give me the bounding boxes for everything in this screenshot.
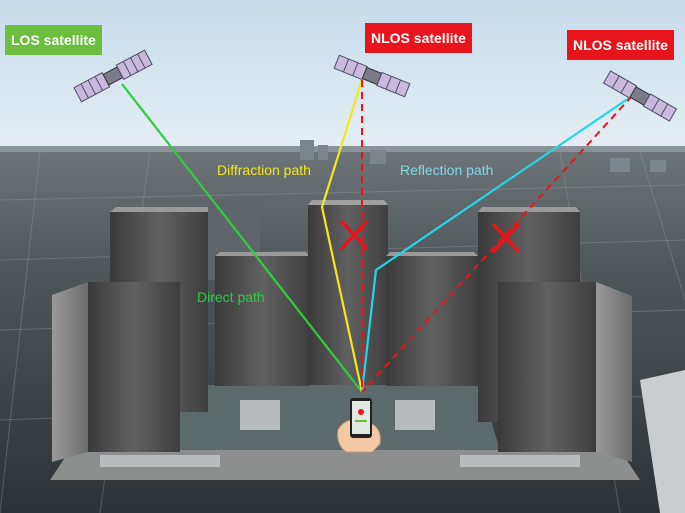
distant-towers xyxy=(300,140,666,172)
building-center-left xyxy=(215,252,310,386)
nlos-satellite-badge: NLOS satellite xyxy=(365,23,472,53)
reflection-path-line xyxy=(360,95,633,393)
building-right-front xyxy=(498,282,632,462)
x-mark-icon xyxy=(340,220,368,250)
diffraction-path-label: Diffraction path xyxy=(217,162,311,178)
los-satellite-badge: LOS satellite xyxy=(5,25,102,55)
building-center-tall xyxy=(308,200,388,385)
blocked-path-right xyxy=(361,95,633,393)
reflection-path-label: Reflection path xyxy=(400,162,494,178)
direct-path-label: Direct path xyxy=(197,289,265,305)
satellite-icon xyxy=(333,54,411,98)
satellite-icon xyxy=(73,49,153,103)
courtyard xyxy=(165,385,500,450)
building-center-right xyxy=(386,252,478,386)
building-left-front xyxy=(52,282,180,462)
diffraction-path-line xyxy=(320,79,364,393)
courtyard-paths xyxy=(100,400,580,467)
nlos-satellite-badge: NLOS satellite xyxy=(567,30,674,60)
direct-path-line xyxy=(121,83,363,393)
phone-in-hand-icon xyxy=(337,398,381,453)
satellite-icon xyxy=(602,70,678,122)
x-mark-icon xyxy=(492,223,520,253)
horizon xyxy=(0,146,685,154)
building-far-right xyxy=(640,370,685,513)
